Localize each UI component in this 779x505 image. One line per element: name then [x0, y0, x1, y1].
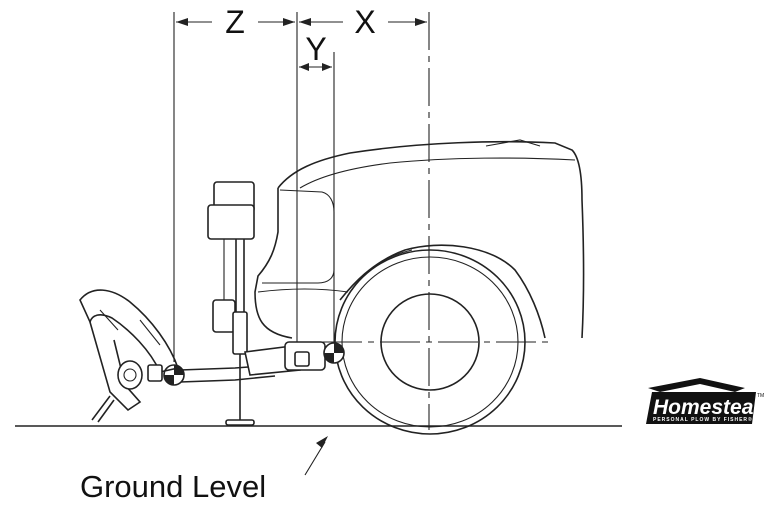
plow-mount-frame — [163, 181, 345, 426]
ground-level-label: Ground Level — [80, 469, 266, 504]
x-arrow-right — [415, 18, 427, 26]
plow-blade — [79, 289, 180, 423]
homesteader-logo: Homesteader PERSONAL PLOW BY FISHER® TM — [646, 378, 779, 424]
logo-tagline-text: PERSONAL PLOW BY FISHER® — [653, 416, 753, 423]
plow-pivot-pin — [163, 364, 185, 386]
vehicle-body — [254, 139, 585, 339]
dimension-x: X — [299, 4, 427, 40]
logo-plate — [646, 392, 756, 424]
dimension-reference-lines — [173, 12, 430, 430]
logo-brand-text: Homesteader — [653, 396, 779, 419]
y-arrow-right — [322, 63, 332, 71]
y-arrow-left — [299, 63, 309, 71]
x-label: X — [354, 4, 375, 40]
logo-roof-mark — [648, 378, 745, 392]
truck-mount-pin — [323, 342, 345, 364]
dimension-z: Z — [176, 4, 295, 40]
z-arrow-right — [283, 18, 295, 26]
logo-trademark: TM — [757, 393, 764, 399]
ground-callout-arrowhead — [316, 436, 328, 448]
y-label: Y — [305, 31, 326, 67]
z-label: Z — [225, 4, 245, 40]
z-arrow-left — [176, 18, 188, 26]
ground-level-callout: Ground Level — [80, 436, 328, 504]
x-arrow-left — [299, 18, 311, 26]
jack-stand-body — [232, 311, 248, 355]
dimension-y: Y — [299, 31, 332, 71]
wheel — [322, 249, 548, 435]
jack-stand-foot — [225, 419, 255, 426]
